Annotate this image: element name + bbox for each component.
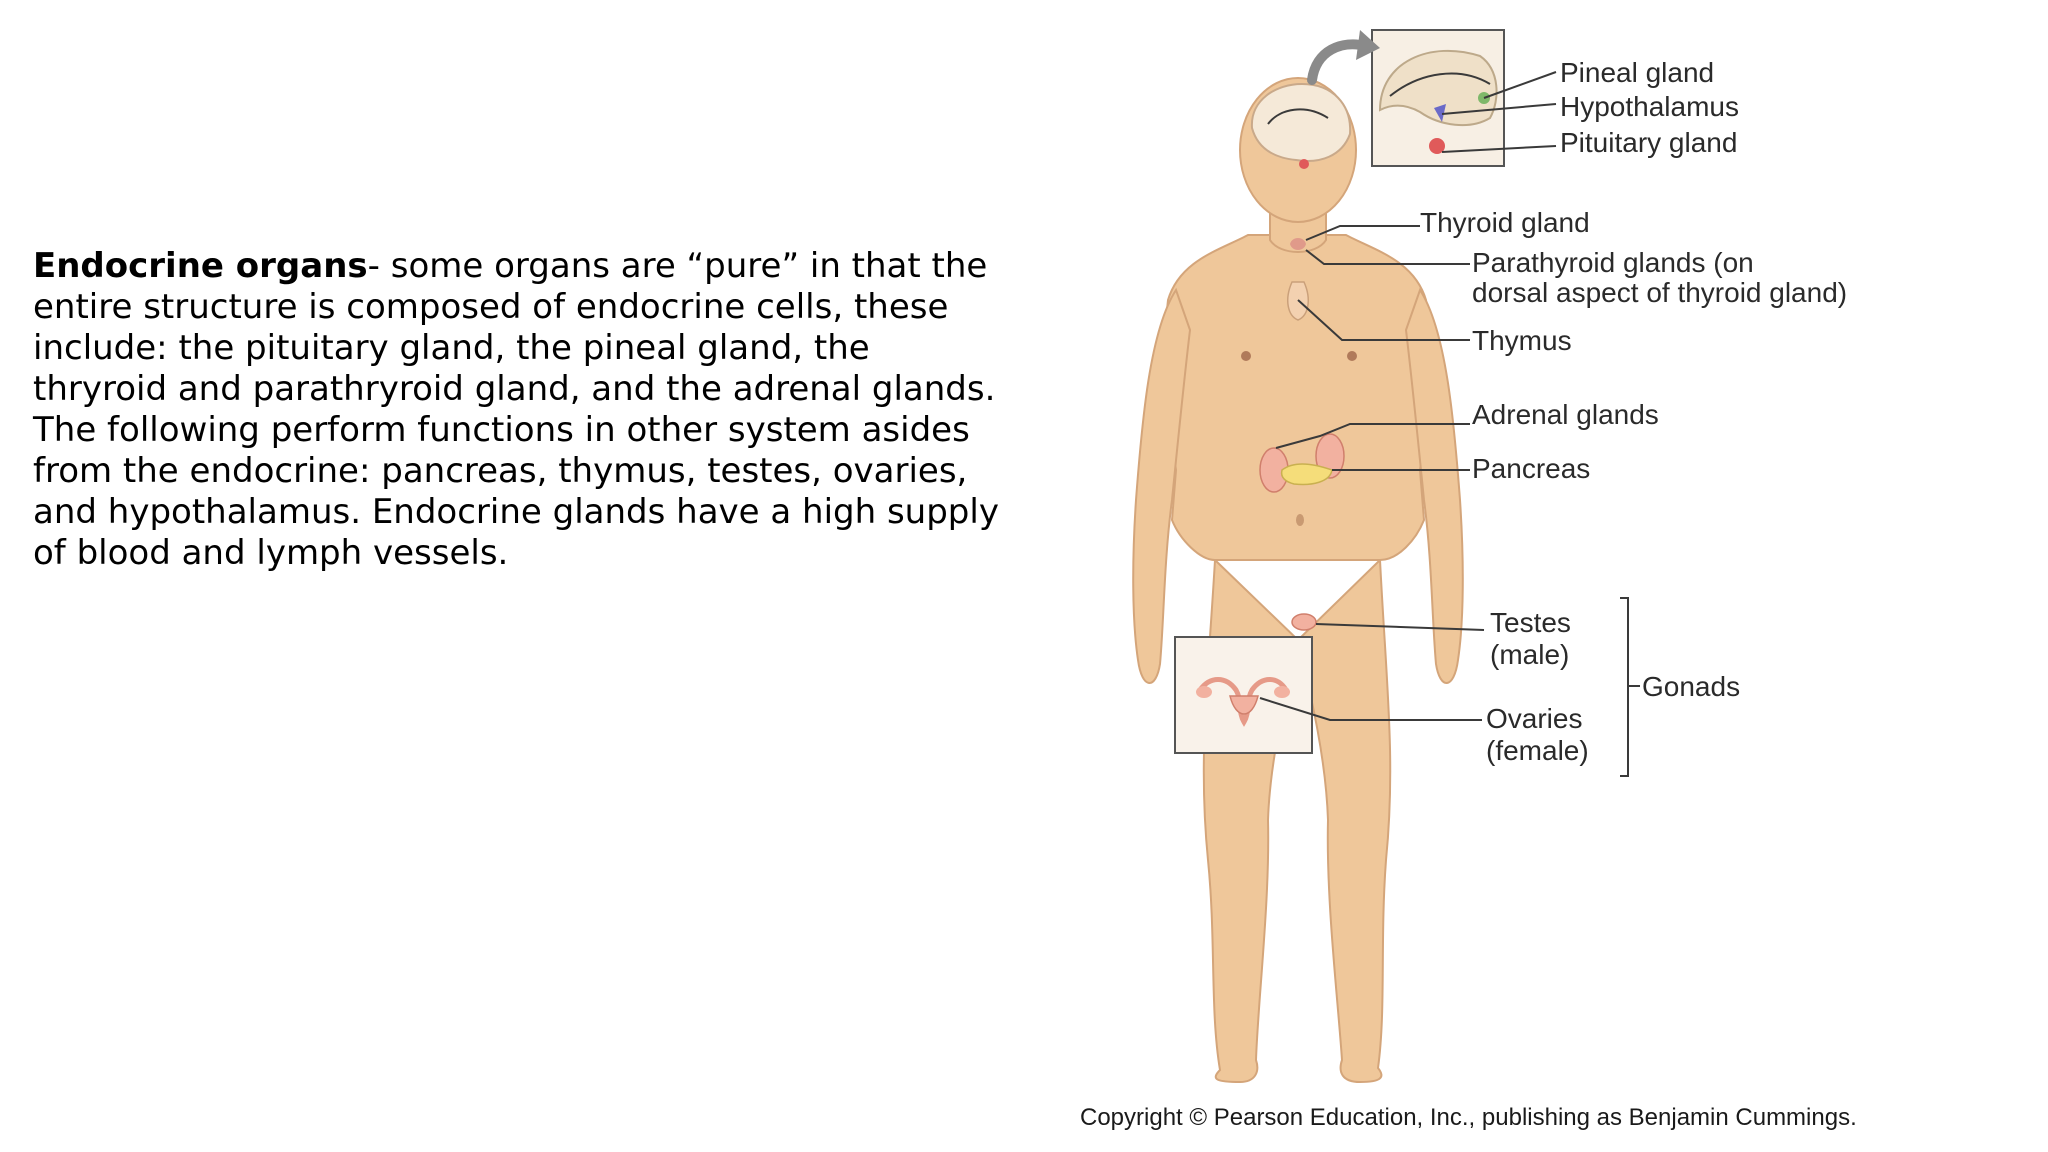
brain-inset <box>1371 29 1505 167</box>
brain-cutaway <box>1250 82 1352 162</box>
organs <box>1259 159 1345 631</box>
label-parathyroid-line2: dorsal aspect of thyroid gland) <box>1472 277 1847 308</box>
thyroid-organ <box>1290 238 1306 250</box>
human-body <box>1132 77 1464 1084</box>
pituitary-dot <box>1429 138 1445 154</box>
female-inset <box>1174 636 1313 754</box>
label-pancreas: Pancreas <box>1472 453 1590 484</box>
label-hypothalamus: Hypothalamus <box>1560 91 1739 122</box>
female-inset-frame <box>1174 636 1313 754</box>
endocrine-diagram: Pineal gland Hypothalamus Pituitary glan… <box>1080 29 1857 1131</box>
hypothalamus-dot <box>1434 104 1446 122</box>
right-leg <box>1296 557 1392 1084</box>
slide-text: Endocrine organs- some organs are “pure”… <box>33 246 1013 574</box>
label-adrenal-glands: Adrenal glands <box>1472 399 1659 430</box>
label-ovaries: Ovaries <box>1486 703 1582 734</box>
testes-organ <box>1291 613 1317 631</box>
label-thyroid-gland: Thyroid gland <box>1420 207 1590 238</box>
label-ovaries-female: (female) <box>1486 735 1589 766</box>
term-endocrine-organs: Endocrine organs <box>33 246 368 286</box>
label-pituitary-gland: Pituitary gland <box>1560 127 1737 158</box>
left-arm <box>1132 287 1192 684</box>
pancreas-organ <box>1280 463 1333 486</box>
body-text: - some organs are “pure” in that the ent… <box>33 246 999 573</box>
label-testes-male: (male) <box>1490 639 1569 670</box>
label-parathyroid-line1: Parathyroid glands (on <box>1472 247 1754 278</box>
label-testes: Testes <box>1490 607 1571 638</box>
copyright-notice: Copyright © Pearson Education, Inc., pub… <box>1080 1104 1857 1131</box>
label-gonads: Gonads <box>1642 671 1740 702</box>
right-arm <box>1404 287 1464 684</box>
label-pineal-gland: Pineal gland <box>1560 57 1714 88</box>
labels: Pineal gland Hypothalamus Pituitary glan… <box>1420 57 1847 766</box>
label-thymus: Thymus <box>1472 325 1572 356</box>
